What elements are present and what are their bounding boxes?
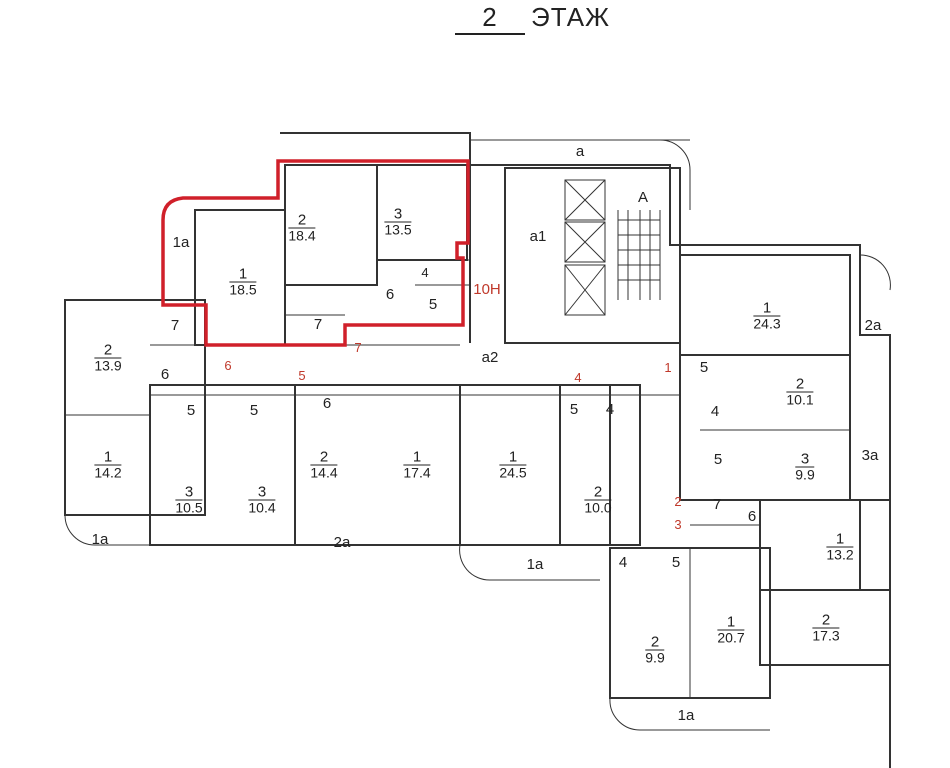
room-number: 3 — [175, 485, 203, 501]
room-number: 1 — [826, 532, 854, 548]
room: 5 — [699, 359, 709, 376]
room: 1а — [677, 707, 695, 724]
interior-walls — [64, 139, 891, 731]
room: 5 — [249, 402, 259, 419]
room-number: 3 — [384, 207, 412, 223]
room-number: 2 — [310, 450, 338, 466]
room-number: 1 — [753, 301, 781, 317]
room: 7 — [170, 317, 180, 334]
room: 6 — [747, 508, 757, 525]
room-number: 1 — [403, 450, 431, 466]
room-number: 2 — [584, 485, 612, 501]
room-area: 17.4 — [403, 464, 431, 481]
corridor-mark: 6 — [224, 358, 232, 373]
area-a1: а1 — [529, 228, 547, 245]
room-number: 1 — [94, 450, 122, 466]
room-number: 2 — [786, 377, 814, 393]
corridor-mark: 3 — [674, 517, 682, 532]
area-a: а — [575, 143, 585, 160]
room-area: 10.5 — [175, 499, 203, 516]
room-area: 17.3 — [812, 627, 840, 644]
room-area: 20.7 — [717, 629, 745, 646]
room-area: 10.4 — [248, 499, 276, 516]
corridor-mark: 4 — [574, 370, 582, 385]
room-5-unit10[interactable]: 5 — [428, 296, 438, 313]
room-area: 14.2 — [94, 464, 122, 481]
room-area: 13.9 — [94, 357, 122, 374]
room: 4 — [618, 554, 628, 571]
highlighted-unit-outline — [161, 159, 470, 347]
room-area: 14.4 — [310, 464, 338, 481]
room: 3а — [861, 447, 879, 464]
room-area: 10.0 — [584, 499, 612, 516]
stairwell-A: А — [637, 189, 649, 206]
room-area: 24.3 — [753, 315, 781, 332]
room-number: 2 — [812, 613, 840, 629]
room-number: 3 — [795, 452, 815, 468]
room-area: 13.2 — [826, 546, 854, 563]
room-area: 10.1 — [786, 391, 814, 408]
room: 2а — [864, 317, 882, 334]
room: 4 — [710, 403, 720, 420]
room: 5 — [671, 554, 681, 571]
room: 6 — [322, 395, 332, 412]
room-number: 2 — [288, 213, 316, 229]
room: 4 — [605, 401, 615, 418]
corridor-mark: 2 — [674, 494, 682, 509]
unit-label: 10Н — [473, 281, 501, 298]
corridor-mark: 5 — [298, 368, 306, 383]
room: 5 — [713, 451, 723, 468]
room: 5 — [569, 401, 579, 418]
room: 5 — [186, 402, 196, 419]
corridor-mark: 1 — [664, 360, 672, 375]
room: 2а — [333, 534, 351, 551]
room-number: 2 — [645, 635, 665, 651]
room: 1а — [526, 556, 544, 573]
outer-walls — [64, 132, 891, 768]
room-area: 24.5 — [499, 464, 527, 481]
room: 6 — [160, 366, 170, 383]
balcony-1a-unit10[interactable]: 1а — [172, 234, 190, 251]
room-area: 18.4 — [288, 227, 316, 244]
room: 7 — [712, 496, 722, 513]
room-7-unit10[interactable]: 7 — [313, 316, 323, 333]
area-a2: а2 — [481, 349, 499, 366]
room-area: 9.9 — [645, 649, 665, 666]
floor-word: ЭТАЖ — [531, 2, 611, 32]
room-number: 3 — [248, 485, 276, 501]
room: 1а — [91, 531, 109, 548]
room-number: 1 — [229, 267, 257, 283]
room-area: 9.9 — [795, 466, 815, 483]
room-number: 1 — [499, 450, 527, 466]
corridor-mark: 7 — [354, 340, 362, 355]
room-4-unit10[interactable]: 4 — [421, 265, 429, 280]
room-6-unit10[interactable]: 6 — [385, 286, 395, 303]
room-area: 13.5 — [384, 221, 412, 238]
room-number: 1 — [717, 615, 745, 631]
room-number: 2 — [94, 343, 122, 359]
room-area: 18.5 — [229, 281, 257, 298]
floor-number: 2 — [455, 2, 525, 35]
